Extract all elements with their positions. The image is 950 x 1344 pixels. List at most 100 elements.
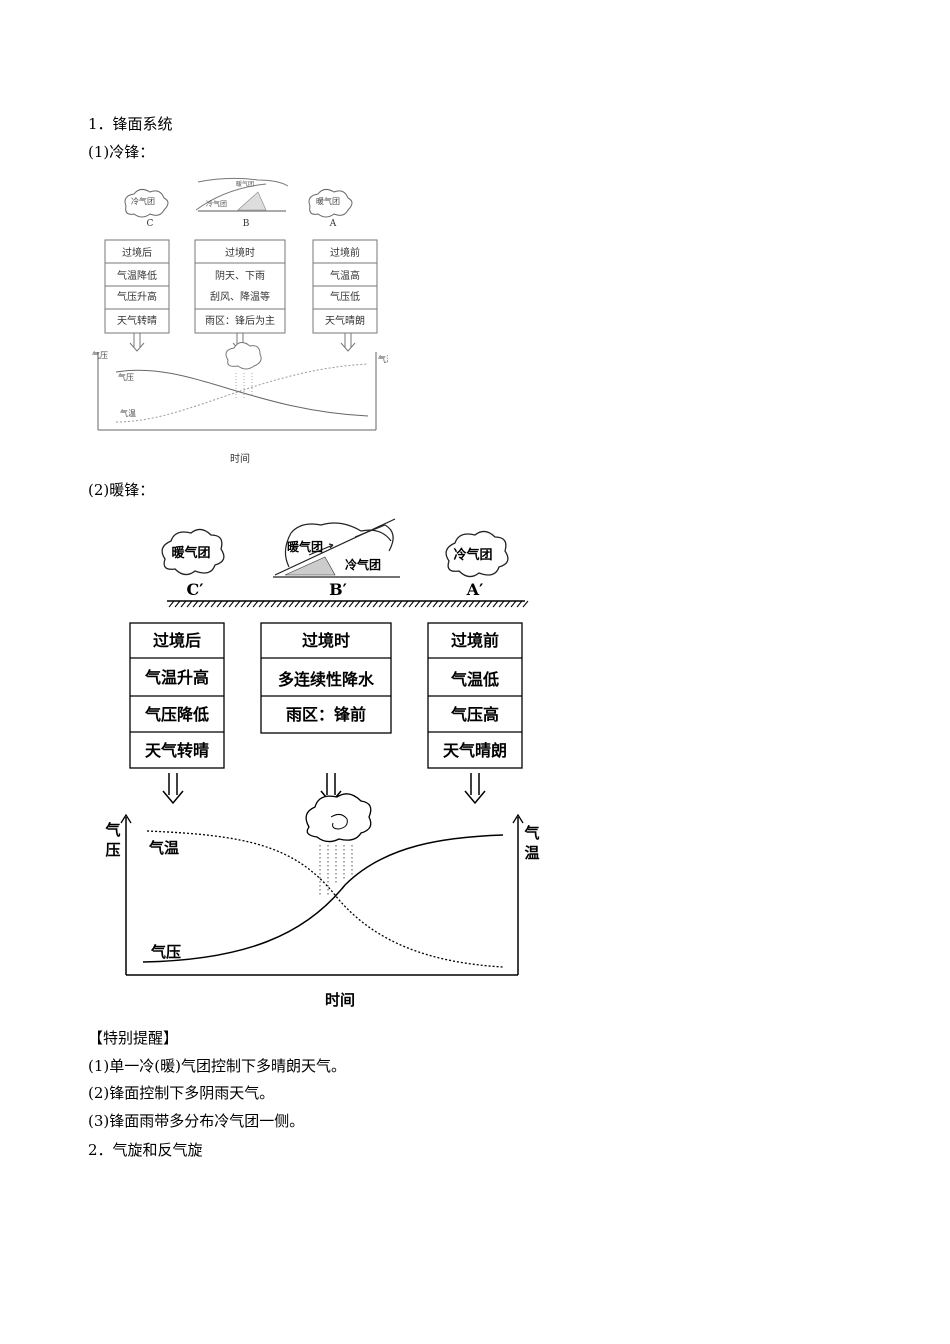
svg-text:雨区：锋后为主: 雨区：锋后为主 — [205, 314, 275, 327]
ground-hatch-mark — [486, 600, 493, 608]
svg-text:过境前: 过境前 — [451, 631, 499, 650]
svg-text:天气转晴: 天气转晴 — [117, 314, 157, 327]
cold-front-graph: 气压 气温 气压 气温 时间 — [92, 342, 388, 465]
ground-hatch-mark — [306, 600, 313, 608]
cold-air-mass-cloud-c: 冷气团 — [124, 188, 169, 218]
ground-hatch-mark — [384, 600, 391, 608]
ground-hatch-mark — [204, 600, 211, 608]
label-b-prime: B′ — [329, 580, 347, 599]
ground-hatch-mark — [330, 600, 337, 608]
ground-hatch-mark — [408, 600, 415, 608]
ground-hatch-mark — [510, 600, 517, 608]
ground-hatch-mark — [426, 600, 433, 608]
ground-hatch-mark — [282, 600, 289, 608]
svg-text:过境后: 过境后 — [153, 631, 201, 650]
pressure-curve-label: 气压 — [118, 372, 134, 382]
svg-text:多连续性降水: 多连续性降水 — [278, 670, 375, 689]
ground-hatch-mark — [438, 600, 445, 608]
ground-hatch-mark — [336, 600, 343, 608]
svg-text:冷气团: 冷气团 — [206, 199, 227, 208]
ground-hatch-mark — [402, 600, 409, 608]
ground-hatch-mark — [462, 600, 469, 608]
svg-text:气温升高: 气温升高 — [144, 668, 209, 687]
cold-air-mass-cloud-a: 冷气团 — [445, 530, 509, 578]
ground-hatch-mark — [174, 600, 181, 608]
svg-text:过境时: 过境时 — [302, 631, 350, 650]
ground-hatch-mark — [276, 600, 283, 608]
warm-front-diagram: 暖气团 冷气团 暖气团 冷气团 C′ B′ A′ 过境后 气温升高 气压降低 天… — [104, 518, 540, 1009]
ground-hatch-mark — [390, 600, 397, 608]
ground-hatch-mark — [414, 600, 421, 608]
down-arrow-icon — [129, 333, 356, 352]
ground-hatch-mark — [522, 600, 529, 608]
cold-front-diagram: 冷气团 暖气团 暖气团 冷气团 C B A 过境后 气温降低 气压升高 天气转晴… — [92, 177, 388, 465]
svg-text:雨区：锋前: 雨区：锋前 — [286, 705, 366, 724]
x-axis-label: 时间 — [230, 452, 250, 465]
svg-text:气压升高: 气压升高 — [117, 290, 157, 303]
ground-hatch-mark — [258, 600, 265, 608]
svg-text:天气转晴: 天气转晴 — [145, 741, 209, 760]
ground-hatch-mark — [198, 600, 205, 608]
label-c-prime: C′ — [187, 580, 204, 599]
ground-hatch-mark — [474, 600, 481, 608]
ground-hatch-mark — [342, 600, 349, 608]
svg-text:暖气团: 暖气团 — [287, 539, 323, 554]
special-tip-title: 【特别提醒】 — [88, 1029, 179, 1047]
ground-hatch-mark — [468, 600, 475, 608]
warm-front-heading: (2)暖锋： — [88, 481, 155, 499]
temp-curve-label: 气温 — [148, 839, 179, 857]
ground-hatch-mark — [366, 600, 373, 608]
ground-hatch-mark — [168, 600, 175, 608]
svg-text:暖气团: 暖气团 — [236, 180, 254, 188]
ground-hatch-mark — [480, 600, 487, 608]
ground-hatch-mark — [372, 600, 379, 608]
svg-text:气温低: 气温低 — [450, 670, 499, 689]
ground-hatch-mark — [228, 600, 235, 608]
ground-hatch-mark — [504, 600, 511, 608]
svg-text:过境时: 过境时 — [225, 246, 255, 259]
ground-hatch-mark — [246, 600, 253, 608]
cold-front-box-before: 过境前 气温高 气压低 天气晴朗 — [312, 239, 378, 334]
cold-front-box-after: 过境后 气温降低 气压升高 天气转晴 — [104, 239, 170, 334]
section-2-title: 2．气旋和反气旋 — [88, 1141, 203, 1159]
ground-hatch-mark — [252, 600, 259, 608]
svg-text:冷气团: 冷气团 — [345, 557, 381, 572]
ground-hatch-mark — [354, 600, 361, 608]
svg-text:气温高: 气温高 — [330, 269, 360, 282]
x-axis-label: 时间 — [325, 991, 355, 1009]
axis-left-label: 气压 — [104, 821, 120, 859]
ground-hatch-mark — [348, 600, 355, 608]
svg-text:暖气团: 暖气团 — [316, 196, 340, 206]
axis-left-label: 气压 — [92, 350, 108, 360]
ground-hatch-mark — [270, 600, 277, 608]
svg-text:天气晴朗: 天气晴朗 — [443, 741, 507, 760]
svg-text:阴天、下雨: 阴天、下雨 — [215, 270, 265, 282]
ground-hatch-mark — [360, 600, 367, 608]
ground-hatch-mark — [240, 600, 247, 608]
section-1-title: 1．锋面系统 — [88, 115, 173, 133]
ground-hatch-mark — [264, 600, 271, 608]
ground-hatch-mark — [420, 600, 427, 608]
ground-hatch-mark — [450, 600, 457, 608]
ground-hatch-mark — [516, 600, 523, 608]
warm-front-box-during: 过境时 多连续性降水 雨区：锋前 — [260, 622, 392, 734]
ground-hatch-mark — [216, 600, 223, 608]
ground-hatch-mark — [234, 600, 241, 608]
ground-hatch-mark — [288, 600, 295, 608]
tip-3: (3)锋面雨带多分布冷气团一侧。 — [88, 1112, 305, 1130]
label-b: B — [243, 219, 250, 229]
svg-text:过境后: 过境后 — [122, 246, 152, 259]
label-c: C — [147, 219, 154, 229]
ground-hatch-mark — [192, 600, 199, 608]
label-a: A — [329, 219, 337, 229]
svg-text:气压降低: 气压降低 — [144, 705, 209, 724]
cold-front-heading: (1)冷锋： — [88, 143, 155, 161]
svg-text:过境前: 过境前 — [330, 246, 360, 259]
svg-text:刮风、降温等: 刮风、降温等 — [210, 290, 270, 303]
warm-front-box-after: 过境后 气温升高 气压降低 天气转晴 — [129, 622, 225, 769]
warm-front-box-before: 过境前 气温低 气压高 天气晴朗 — [427, 622, 523, 769]
svg-text:气温降低: 气温降低 — [117, 269, 157, 282]
ground-hatch-mark — [432, 600, 439, 608]
warm-air-mass-cloud-c: 暖气团 — [161, 528, 225, 576]
ground-hatch-mark — [294, 600, 301, 608]
